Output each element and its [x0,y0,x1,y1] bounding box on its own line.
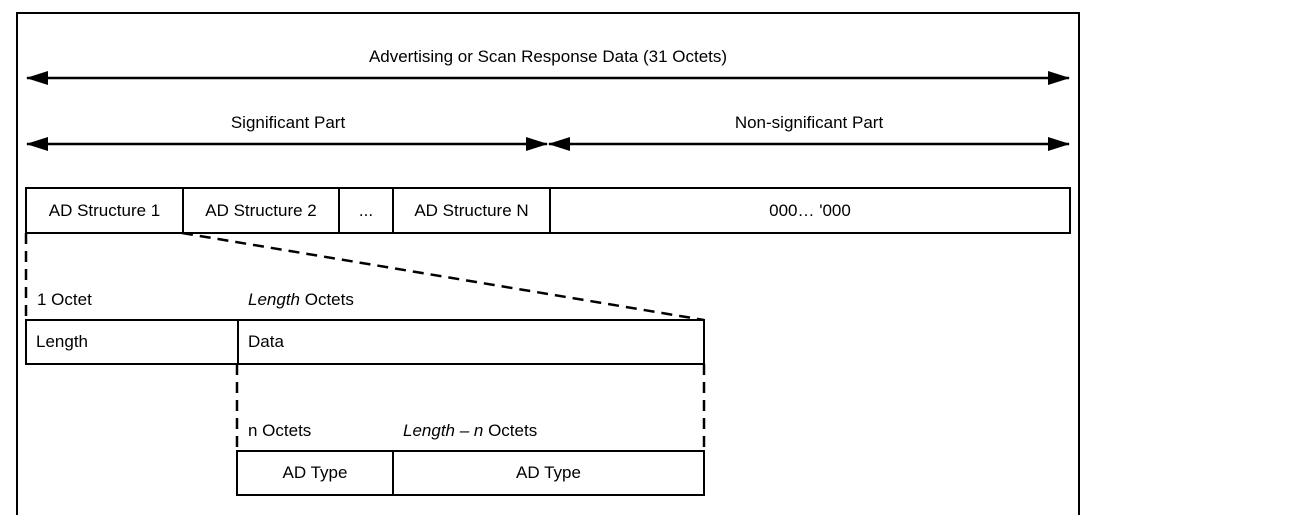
significant-part-label: Significant Part [230,113,346,132]
ad-data-octets-label: Length – n Octets [403,421,538,440]
ad-data-cell: AD Type [516,463,581,482]
data-octets-label: Length Octets [248,290,354,309]
data-field-cell: Data [248,332,284,351]
ad-structure-1-cell: AD Structure 1 [27,189,184,232]
ellipsis-cell: ... [340,189,394,232]
ad-structure-row: Length Data [25,319,705,365]
length-octets-label: 1 Octet [37,290,92,309]
length-field-cell: Length [27,321,239,363]
advertising-data-row: AD Structure 1 AD Structure 2 ... AD Str… [25,187,1071,234]
non-significant-part-label: Non-significant Part [734,113,884,132]
ad-type-cell: AD Type [238,452,394,494]
diagram-frame [16,12,1080,515]
ad-structure-n-cell: AD Structure N [394,189,551,232]
ad-type-octets-label: n Octets [248,421,312,440]
total-size-label: Advertising or Scan Response Data (31 Oc… [368,47,728,66]
ad-structure-2-cell: AD Structure 2 [184,189,340,232]
padding-zeros-cell: 000… '000 [769,200,851,220]
zoom-line-diagonal [181,231,705,322]
ad-data-row: AD Type AD Type [236,450,705,496]
